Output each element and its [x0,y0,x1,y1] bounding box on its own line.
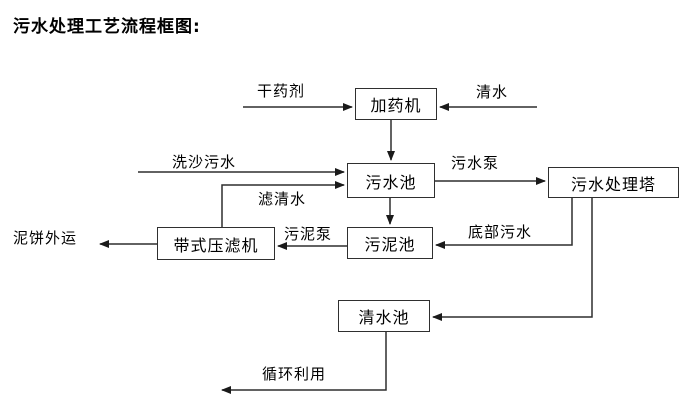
node-sludge-pool: 污泥池 [347,227,433,259]
edge-filtered-water-press-to-sewage-pool [221,181,345,227]
flow-label-dry-agent: 干药剂 [257,82,306,100]
node-clean-water-pool: 清水池 [338,300,430,332]
node-sewage-pool-label: 污水池 [365,172,417,192]
node-dosing-machine-label: 加药机 [370,96,422,115]
flow-label-sewage-pump: 污水泵 [451,154,500,172]
flow-label-sludge-pump: 污泥泵 [284,225,333,243]
flow-label-sand-washing-sewage: 洗沙污水 [172,153,237,171]
node-belt-filter-press: 带式压滤机 [157,227,275,260]
edge-bottom-sewage-tower-to-sludge-pool [435,198,573,249]
flow-label-clean-water: 清水 [476,83,509,101]
diagram-title: 污水处理工艺流程框图: [13,17,201,37]
edge-clean-water-pool-to-recycling [221,332,387,394]
flow-label-mud-cake-outbound: 泥饼外运 [13,229,78,247]
flow-label-bottom-sewage: 底部污水 [468,223,533,241]
node-treatment-tower: 污水处理塔 [548,167,679,198]
node-clean-water-pool-label: 清水池 [358,308,410,327]
node-treatment-tower-label: 污水处理塔 [570,174,656,194]
node-sewage-pool: 污水池 [347,163,435,198]
node-sludge-pool-label: 污泥池 [364,235,416,254]
edge-tower-to-clean-water-pool [432,198,593,321]
node-dosing-machine: 加药机 [355,88,437,120]
flow-label-recycling: 循环利用 [262,365,327,383]
node-belt-filter-press-label: 带式压滤机 [173,235,259,255]
flow-label-filtered-water: 滤清水 [258,190,307,208]
